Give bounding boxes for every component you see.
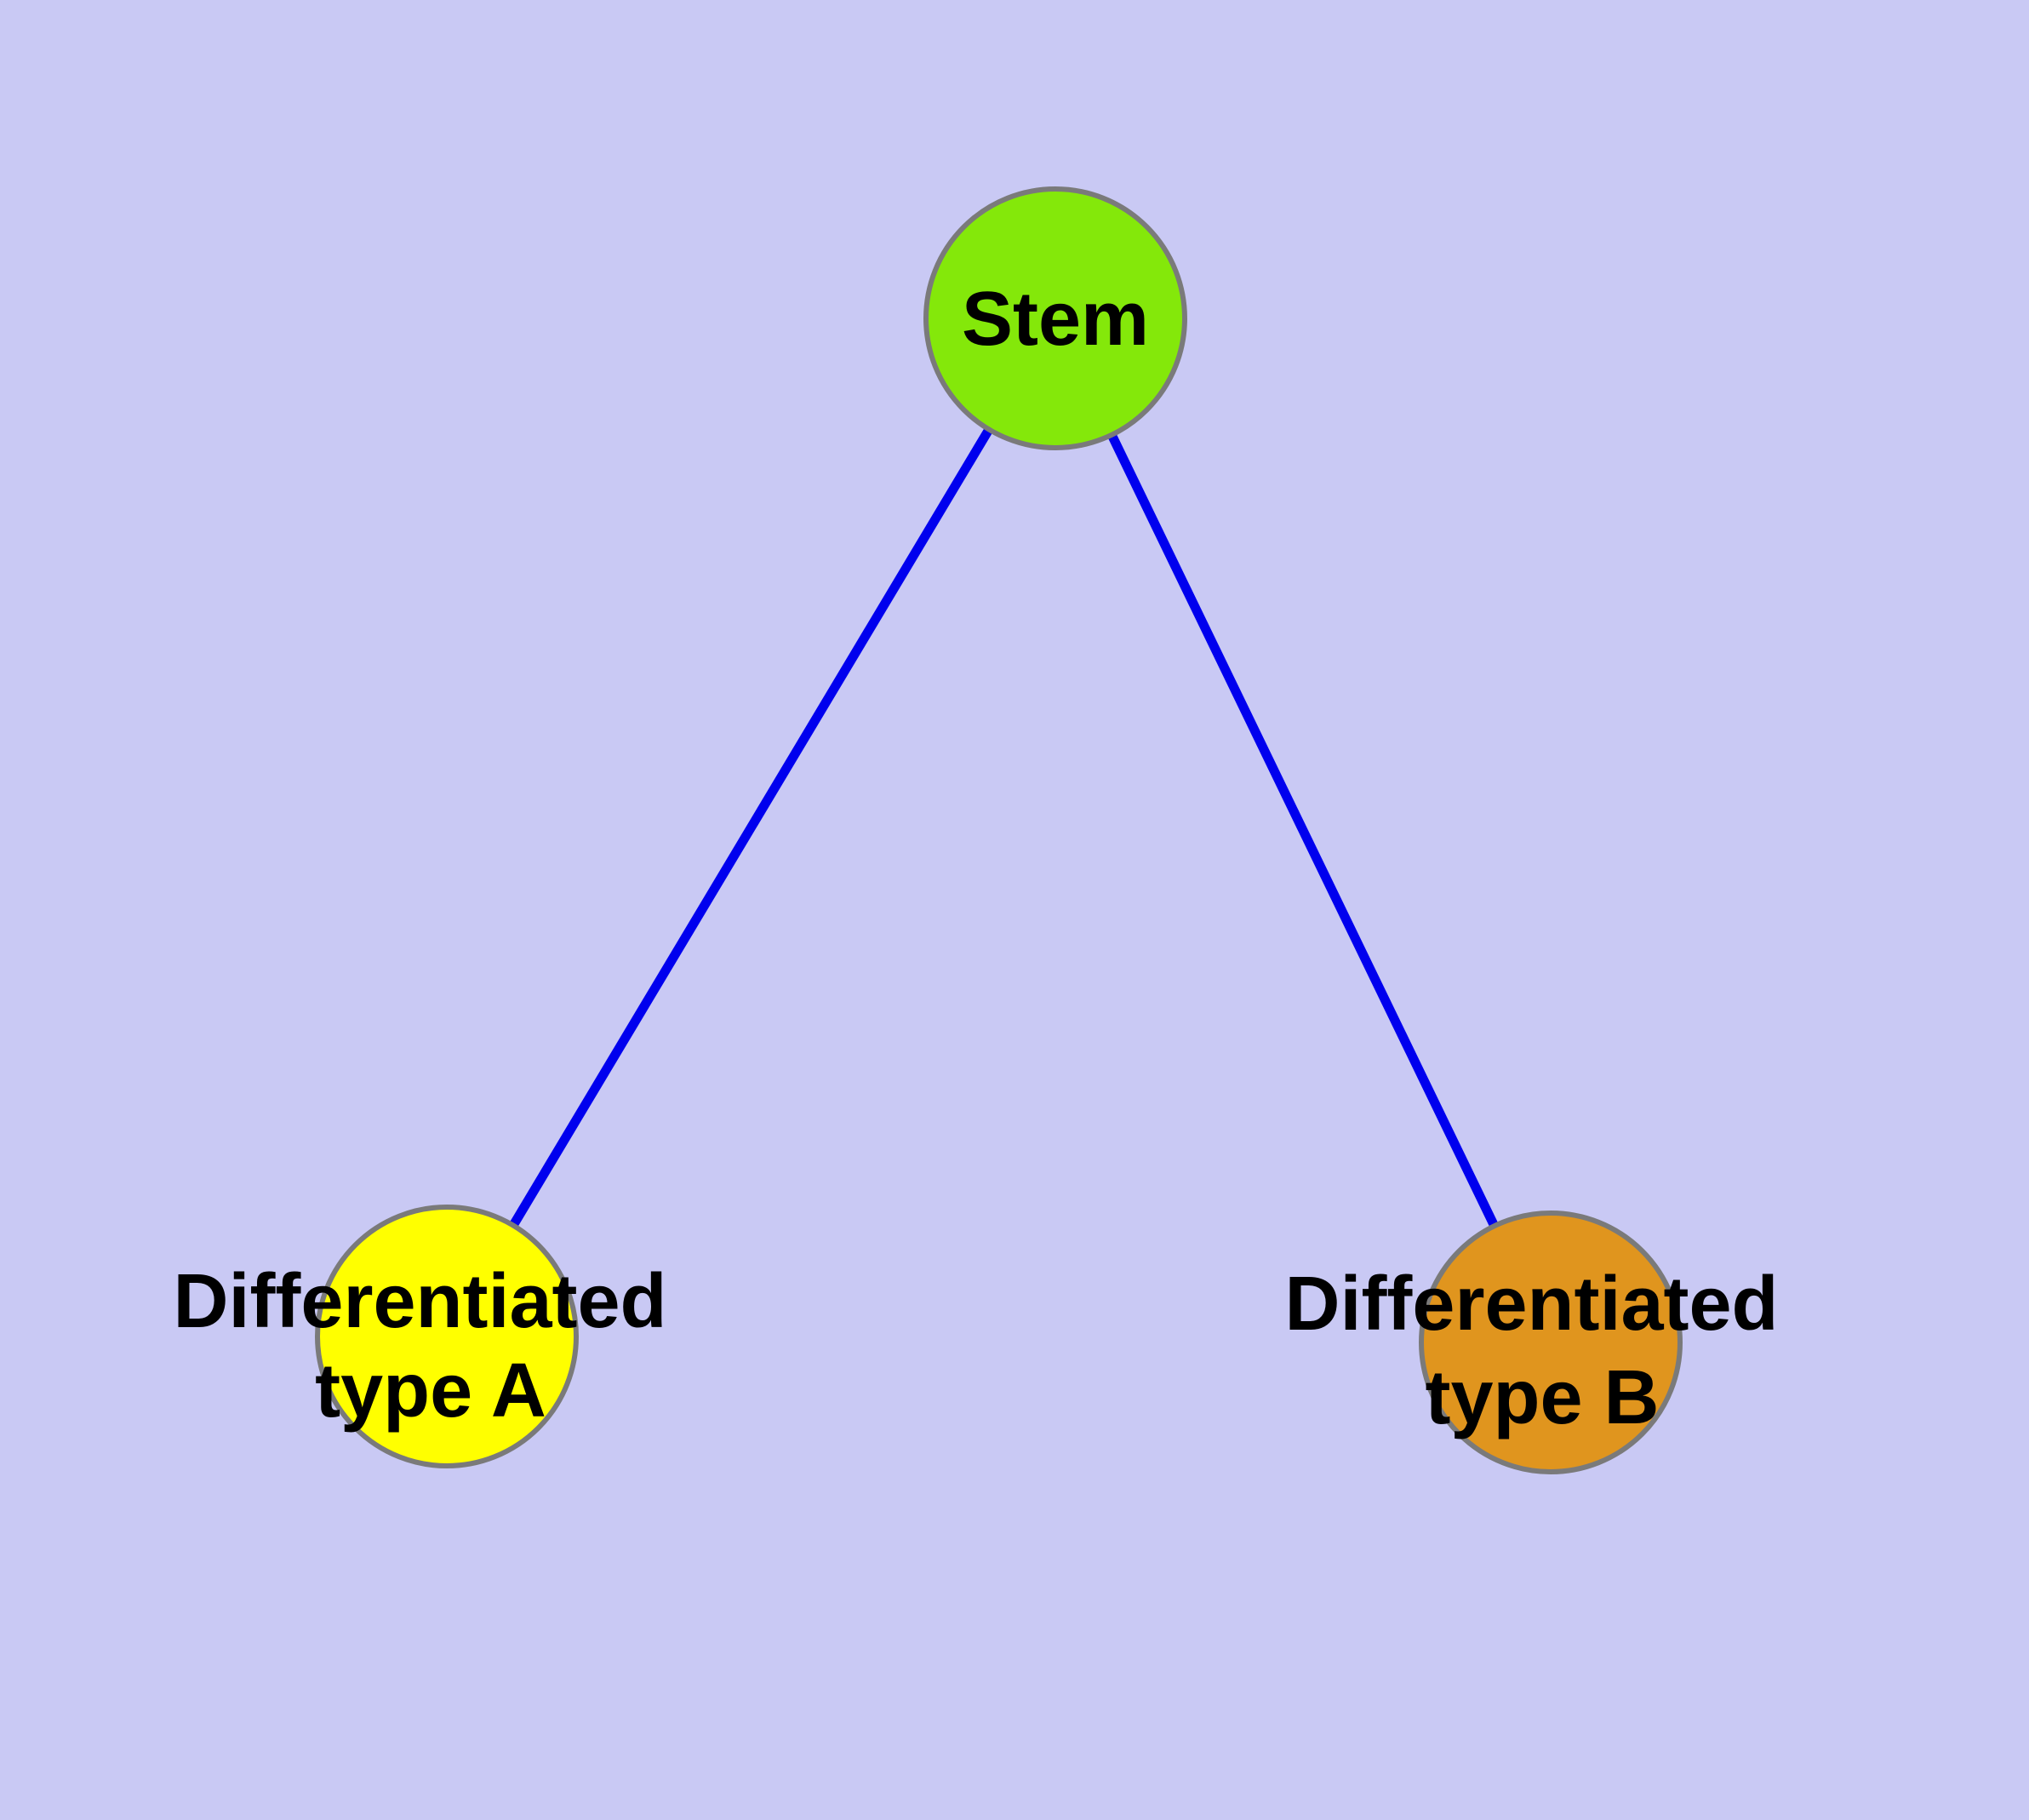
node-differentiated-type-a-label: Differentiated type A bbox=[173, 1259, 688, 1434]
node-stem bbox=[923, 186, 1187, 450]
node-differentiated-type-b bbox=[1419, 1210, 1683, 1474]
type-a-label-line-2: type A bbox=[315, 1348, 546, 1434]
edge-stem-to-type-a bbox=[443, 316, 1060, 1339]
node-stem-label: Stem bbox=[962, 277, 1149, 362]
node-differentiated-type-b-label: Differentiated type B bbox=[1284, 1262, 1799, 1440]
node-differentiated-type-a bbox=[315, 1205, 579, 1468]
type-b-label-line-1: Differentiated bbox=[1284, 1262, 1778, 1347]
edge-stem-to-type-b bbox=[1051, 316, 1555, 1345]
type-b-label-line-2: type B bbox=[1425, 1355, 1659, 1440]
type-a-label-line-1: Differentiated bbox=[173, 1259, 666, 1344]
